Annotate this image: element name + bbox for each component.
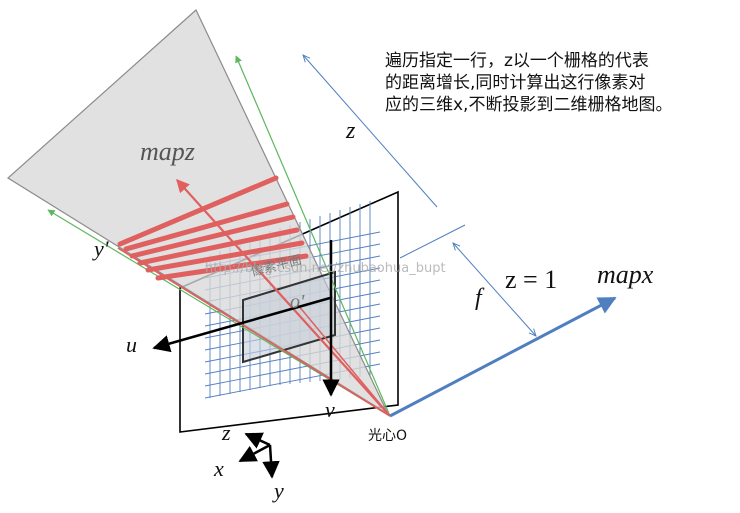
camera-axis-z	[244, 432, 271, 449]
y-prime-label: y'	[92, 236, 109, 261]
camera-axis-z-label: z	[221, 420, 231, 445]
u-label: u	[126, 332, 137, 357]
u-axis-arrow	[152, 296, 331, 353]
mapx-arrow	[389, 296, 617, 418]
principal-axis-segment	[297, 304, 391, 417]
annotation-line-2: 的距离增长,同时计算出这行像素对	[385, 73, 646, 93]
camera-axis-x-label: x	[213, 456, 224, 481]
mapz-label: mapz	[140, 137, 195, 166]
grid-row-lines	[117, 175, 309, 281]
z-distance-arrow	[303, 55, 438, 208]
annotation-line-3: 应的三维x,不断投影到二维栅格地图。	[385, 95, 673, 115]
o-prime-label: o'	[290, 291, 305, 313]
z-distance-tick	[399, 224, 466, 259]
camera-axis-y	[262, 444, 280, 479]
camera-axis-x	[238, 443, 271, 463]
annotation-line-1: 遍历指定一行，z以一个栅格的代表	[385, 51, 649, 71]
mapx-label: mapx	[597, 260, 654, 289]
annotation-text: 遍历指定一行，z以一个栅格的代表 的距离增长,同时计算出这行像素对 应的三维x,…	[385, 50, 725, 116]
frustum-edge-ray-upper	[235, 55, 391, 417]
f-distance-arrow	[453, 243, 536, 336]
camera-axis-y-label: y	[272, 478, 284, 503]
z-distance-label: z	[345, 118, 356, 144]
mapz-ray	[176, 179, 391, 417]
v-label: v	[325, 397, 335, 422]
watermark: http://blog.csdn.net/zhubaohua_bupt	[205, 261, 446, 276]
y-prime-ray	[117, 247, 391, 417]
camera-axes	[238, 432, 280, 479]
pixel-plane-frame	[179, 190, 399, 433]
optical-center-label: 光心O	[368, 428, 407, 444]
z-equals-1-label: z = 1	[505, 265, 557, 294]
f-label: f	[475, 285, 485, 311]
